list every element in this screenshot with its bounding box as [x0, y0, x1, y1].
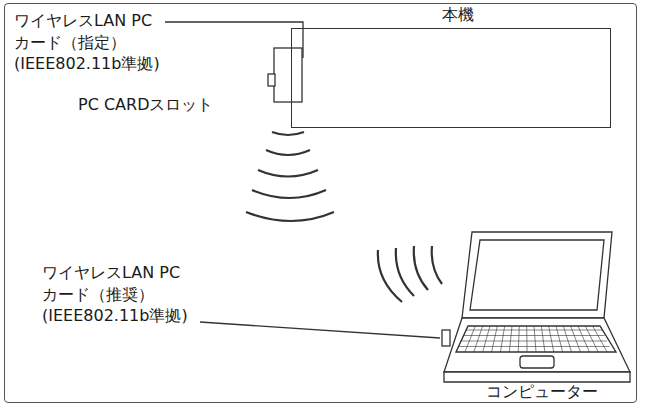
- slot-label: PC CARDスロット: [78, 94, 278, 116]
- card-tab: [268, 74, 275, 86]
- part-label: ワイヤレスLAN PC カード（推奨） (IEEE802.11b準拠): [42, 262, 200, 327]
- computer-label: コンピューター: [486, 381, 598, 403]
- laptop-computer: [442, 232, 630, 382]
- part-label: ワイヤレスLAN PCカード（指定） (IEEE802.11b準拠): [14, 10, 164, 75]
- main-unit-box: 本機: [291, 28, 611, 128]
- unit-heading: 本機: [442, 4, 474, 26]
- leader-line: [200, 322, 440, 338]
- keyboard-keys: [456, 326, 616, 352]
- pc-card: [274, 48, 302, 102]
- radio-waves: [246, 132, 442, 302]
